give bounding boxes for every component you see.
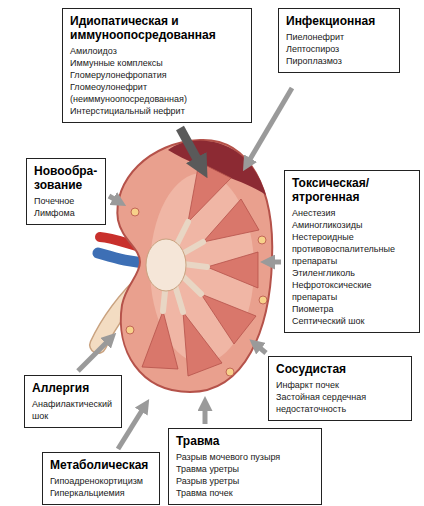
arrow	[180, 128, 203, 170]
cause-item: Лимфома	[34, 207, 98, 219]
glomerulus	[131, 208, 139, 216]
arrow	[246, 88, 292, 166]
glomerulus	[259, 296, 267, 304]
cause-item: Разрыв мочевого пузыря	[176, 451, 314, 463]
renal-pelvis	[146, 239, 186, 291]
category-heading: Сосудистая	[276, 362, 404, 376]
cause-item: Анестезия	[292, 207, 412, 219]
pyramids	[142, 162, 259, 376]
category-heading: Идиопатическая и иммуноопосредованная	[70, 14, 244, 42]
cause-item: Разрыв уретры	[176, 475, 314, 487]
cause-box: ТравмаРазрыв мочевого пузыряТравма уретр…	[168, 428, 322, 505]
cause-item: Пироплазмоз	[286, 55, 392, 67]
cause-item: Иммунные комплексы	[70, 57, 244, 69]
cause-box: Идиопатическая и иммуноопосредованнаяАми…	[62, 8, 252, 123]
cause-item: Аминогликозиды	[292, 219, 412, 231]
category-heading: Травма	[176, 434, 314, 448]
arrow	[266, 260, 281, 265]
cause-box: Токсическая/ ятрогеннаяАнестезияАминогли…	[284, 170, 420, 333]
category-heading: Новообра-зование	[34, 164, 98, 192]
pyramid	[183, 312, 222, 376]
glomeruli	[126, 208, 267, 376]
category-heading: Метаболическая	[50, 458, 152, 472]
cause-box: СосудистаяИнфаркт почекЗастойная сердечн…	[268, 356, 412, 421]
cause-item: Гипоадренокортицизм	[50, 475, 152, 487]
arrow	[118, 404, 146, 449]
kidney-outline	[117, 140, 272, 392]
glomerulus	[226, 368, 234, 376]
category-heading: Токсическая/ ятрогенная	[292, 176, 412, 204]
glomerulus	[126, 326, 134, 334]
cause-item: Септический шок	[292, 315, 412, 327]
cause-item: Травма уретры	[176, 463, 314, 475]
cause-item: Травма почек	[176, 487, 314, 499]
cause-item: Гломерулонефропатия	[70, 69, 244, 81]
cause-item: Застойная сердечная недостаточность	[276, 391, 404, 415]
pyramid	[203, 199, 259, 242]
cause-item: Инфаркт почек	[276, 379, 404, 391]
arrow	[78, 337, 112, 371]
glomerulus	[258, 236, 266, 244]
cause-item: Гиперкальциемия	[50, 487, 152, 499]
cause-box: АллергияАнафилактический шок	[24, 375, 122, 428]
cause-item: Интерстициальный нефрит	[70, 105, 244, 117]
pyramid	[207, 252, 258, 288]
category-heading: Аллергия	[32, 381, 114, 395]
pyramid	[142, 311, 178, 369]
cause-box: ИнфекционнаяПиелонефритЛептоспирозПиропл…	[278, 8, 400, 73]
arrow	[109, 196, 121, 203]
arrow	[203, 402, 208, 424]
cause-item: Этиленгликоль	[292, 267, 412, 279]
cause-item: Гломеоулонефрит (неиммуноопосредованная)	[70, 81, 244, 105]
category-heading: Инфекционная	[286, 14, 392, 28]
cause-item: Нестероидные противовоспалительные препа…	[292, 231, 412, 267]
cause-item: Пиелонефрит	[286, 31, 392, 43]
arrow	[254, 343, 266, 353]
cause-item: Нефротоксические препараты	[292, 279, 412, 303]
cause-item: Пиометра	[292, 303, 412, 315]
pyramid	[188, 162, 231, 222]
cause-item: Амилоидоз	[70, 45, 244, 57]
cause-box: Новообра-зованиеПочечноеЛимфома	[26, 158, 106, 225]
cause-item: Почечное	[34, 195, 98, 207]
cause-box: МетаболическаяГипоадренокортицизмГиперка…	[42, 452, 160, 505]
cause-item: Анафилактический шок	[32, 398, 114, 422]
pyramid	[201, 294, 256, 344]
cause-item: Лептоспироз	[286, 43, 392, 55]
